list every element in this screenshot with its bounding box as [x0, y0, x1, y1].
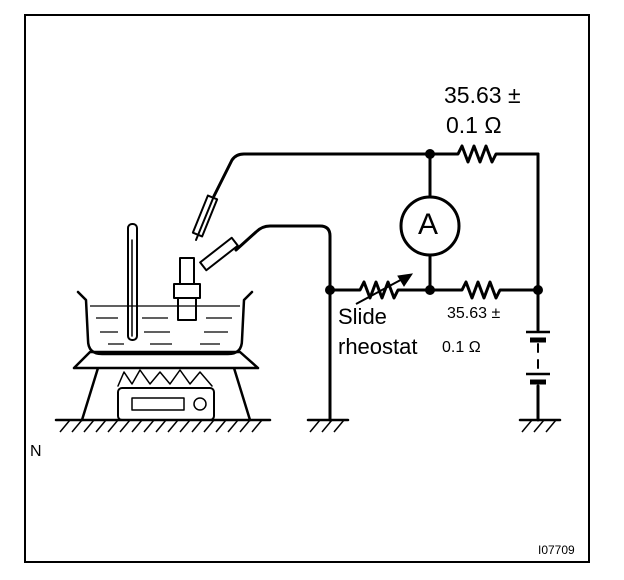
sensor-body: [173, 283, 201, 299]
ammeter-circle: [399, 195, 461, 257]
probe-1: [195, 195, 215, 241]
slide-label: Slide: [338, 304, 387, 329]
top-resistor: [428, 144, 540, 164]
figure-frame: [24, 14, 590, 563]
stand: [72, 350, 260, 422]
bottom-resistor-tolerance-label: 0.1 Ω: [442, 339, 481, 356]
junction-dot: [425, 285, 435, 295]
bottom-resistor: [428, 280, 540, 300]
top-resistor-tolerance-label: 0.1 Ω: [446, 112, 502, 138]
junction-dot: [533, 285, 543, 295]
junction-dot: [325, 285, 335, 295]
rheostat-wire: [328, 280, 432, 300]
beaker: [76, 290, 254, 356]
corner-mark: N: [30, 443, 42, 460]
probe-wire-second: [234, 224, 332, 422]
junction-dot: [425, 149, 435, 159]
rheostat-label: rheostat: [338, 334, 418, 359]
flame: [117, 369, 213, 387]
top-resistor-value-label: 35.63 ±: [444, 82, 521, 108]
thermometer: [127, 223, 138, 341]
bottom-resistor-value-label: 35.63 ±: [447, 305, 501, 322]
probe-wire-top: [212, 152, 432, 198]
ammeter-label: A: [418, 208, 439, 241]
figure-id: I07709: [538, 543, 575, 557]
rheostat-arrow: [355, 275, 409, 305]
